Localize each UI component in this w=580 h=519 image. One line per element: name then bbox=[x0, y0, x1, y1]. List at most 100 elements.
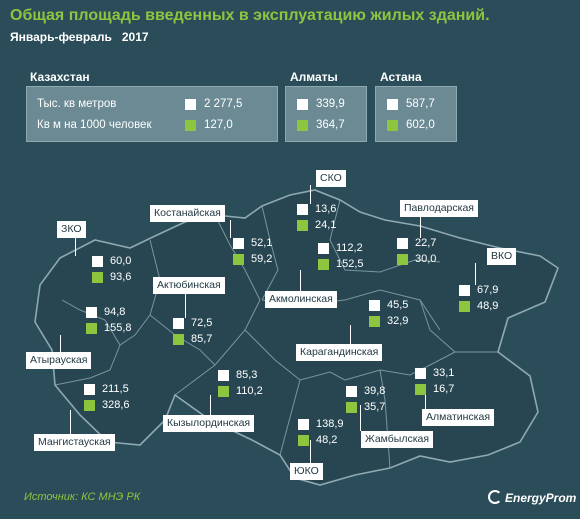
region-5-marker-sq-m bbox=[459, 285, 470, 296]
region-9-marker-sq-m bbox=[218, 370, 229, 381]
region-13-marker-sq-m bbox=[298, 419, 309, 430]
region-4-value-per-1000: 152,5 bbox=[336, 258, 364, 270]
period-label: Январь-февраль bbox=[10, 30, 112, 44]
region-3-name-label: ЗКО bbox=[57, 221, 86, 238]
energyprom-logo-icon bbox=[488, 490, 502, 504]
region-4-name-label: Акмолинская bbox=[265, 291, 337, 308]
region-7-marker-sq-m bbox=[86, 307, 97, 318]
marker-astana-per-1000 bbox=[387, 120, 398, 131]
value-kazakhstan-sq-m: 2 277,5 bbox=[204, 98, 243, 110]
region-2-name-label: Павлодарская bbox=[400, 200, 478, 217]
region-9-value-sq-m: 85,3 bbox=[236, 369, 258, 381]
region-1-leader bbox=[230, 220, 231, 238]
region-4-leader bbox=[300, 270, 301, 291]
region-2-marker-sq-m bbox=[397, 238, 408, 249]
region-12-leader bbox=[425, 388, 426, 409]
region-2-leader bbox=[420, 215, 421, 238]
region-7-value-per-1000: 155,8 bbox=[104, 322, 132, 334]
region-7-value-sq-m: 94,8 bbox=[104, 306, 126, 318]
legend-per-1000-label: Кв м на 1000 человек bbox=[37, 119, 152, 131]
region-7-marker-per-1000 bbox=[86, 323, 97, 334]
region-8-marker-per-1000 bbox=[369, 316, 380, 327]
region-12-marker-sq-m bbox=[415, 368, 426, 379]
region-13-marker-per-1000 bbox=[298, 435, 309, 446]
region-6-value-sq-m: 72,5 bbox=[191, 317, 213, 329]
region-9-marker-per-1000 bbox=[218, 386, 229, 397]
region-8-marker-sq-m bbox=[369, 300, 380, 311]
region-0-value-sq-m: 13,6 bbox=[315, 203, 337, 215]
region-4-marker-sq-m bbox=[318, 243, 329, 254]
region-3-value-per-1000: 93,6 bbox=[110, 271, 132, 283]
region-6-marker-per-1000 bbox=[173, 334, 184, 345]
region-10-marker-sq-m bbox=[84, 384, 95, 395]
region-12-name-label: Алматинская bbox=[422, 409, 495, 426]
value-astana-sq-m: 587,7 bbox=[406, 98, 435, 110]
region-5-value-sq-m: 67,9 bbox=[477, 284, 499, 296]
legend-marker-sq-m bbox=[185, 99, 196, 110]
region-12-value-sq-m: 33,1 bbox=[433, 367, 455, 379]
value-almaty-per-1000: 364,7 bbox=[316, 119, 345, 131]
region-11-marker-per-1000 bbox=[346, 402, 357, 413]
marker-almaty-per-1000 bbox=[297, 120, 308, 131]
year-label: 2017 bbox=[121, 30, 149, 44]
region-10-value-per-1000: 328,6 bbox=[102, 399, 130, 411]
chart-title: Общая площадь введенных в эксплуатацию ж… bbox=[10, 7, 490, 24]
region-7-name-label: Атырауская bbox=[26, 352, 92, 369]
summary-name-almaty: Алматы bbox=[290, 70, 338, 84]
region-1-marker-per-1000 bbox=[233, 254, 244, 265]
region-1-name-label: Костанайская bbox=[150, 205, 225, 222]
region-0-value-per-1000: 24,1 bbox=[315, 219, 337, 231]
region-13-value-per-1000: 48,2 bbox=[316, 434, 338, 446]
region-5-marker-per-1000 bbox=[459, 301, 470, 312]
summary-name-astana: Астана bbox=[380, 70, 422, 84]
region-5-name-label: ВКО bbox=[487, 248, 517, 265]
brand-logo: EnergyProm bbox=[488, 490, 576, 505]
region-11-value-per-1000: 35,7 bbox=[364, 401, 386, 413]
region-1-value-per-1000: 59,2 bbox=[251, 253, 273, 265]
region-9-name-label: Кызылординская bbox=[163, 415, 255, 432]
region-0-name-label: СКО bbox=[316, 170, 346, 187]
brand-name: EnergyProm bbox=[505, 491, 577, 505]
region-13-name-label: ЮКО bbox=[290, 463, 323, 480]
region-3-marker-sq-m bbox=[92, 256, 103, 267]
region-12-value-per-1000: 16,7 bbox=[433, 383, 455, 395]
summary-name-kazakhstan: Казахстан bbox=[30, 70, 90, 84]
summary-panel-astana bbox=[375, 86, 457, 142]
region-12-marker-per-1000 bbox=[415, 384, 426, 395]
region-0-leader bbox=[310, 185, 311, 204]
region-11-marker-sq-m bbox=[346, 386, 357, 397]
summary-panel-kazakhstan bbox=[26, 86, 278, 142]
region-6-name-label: Актюбинская bbox=[153, 277, 225, 294]
region-8-name-label: Карагандинская bbox=[296, 344, 383, 361]
region-10-leader bbox=[70, 410, 71, 434]
source-note: Источник: КС МНЭ РК bbox=[24, 491, 141, 503]
region-10-value-sq-m: 211,5 bbox=[102, 383, 129, 395]
region-9-value-per-1000: 110,2 bbox=[236, 385, 263, 397]
region-10-marker-per-1000 bbox=[84, 400, 95, 411]
region-5-leader bbox=[475, 263, 476, 285]
value-kazakhstan-per-1000: 127,0 bbox=[204, 119, 233, 131]
region-2-value-per-1000: 30,0 bbox=[415, 253, 437, 265]
chart-subtitle: Январь-февраль 2017 bbox=[10, 30, 159, 44]
legend-sq-m-label: Тыс. кв метров bbox=[37, 98, 117, 110]
region-5-value-per-1000: 48,9 bbox=[477, 300, 499, 312]
region-7-leader bbox=[60, 335, 61, 352]
region-4-marker-per-1000 bbox=[318, 259, 329, 270]
region-13-value-sq-m: 138,9 bbox=[316, 418, 344, 430]
region-0-marker-sq-m bbox=[297, 204, 308, 215]
region-2-value-sq-m: 22,7 bbox=[415, 237, 437, 249]
legend-marker-per-1000 bbox=[185, 120, 196, 131]
region-3-marker-per-1000 bbox=[92, 272, 103, 283]
marker-almaty-sq-m bbox=[297, 99, 308, 110]
region-8-value-per-1000: 32,9 bbox=[387, 315, 409, 327]
region-6-leader bbox=[185, 292, 186, 318]
region-13-leader bbox=[310, 440, 311, 463]
region-11-value-sq-m: 39,8 bbox=[364, 385, 386, 397]
marker-astana-sq-m bbox=[387, 99, 398, 110]
region-8-leader bbox=[350, 325, 351, 344]
summary-panel-almaty bbox=[285, 86, 367, 142]
region-11-leader bbox=[360, 405, 361, 431]
region-6-value-per-1000: 85,7 bbox=[191, 333, 213, 345]
region-3-leader bbox=[75, 236, 76, 256]
